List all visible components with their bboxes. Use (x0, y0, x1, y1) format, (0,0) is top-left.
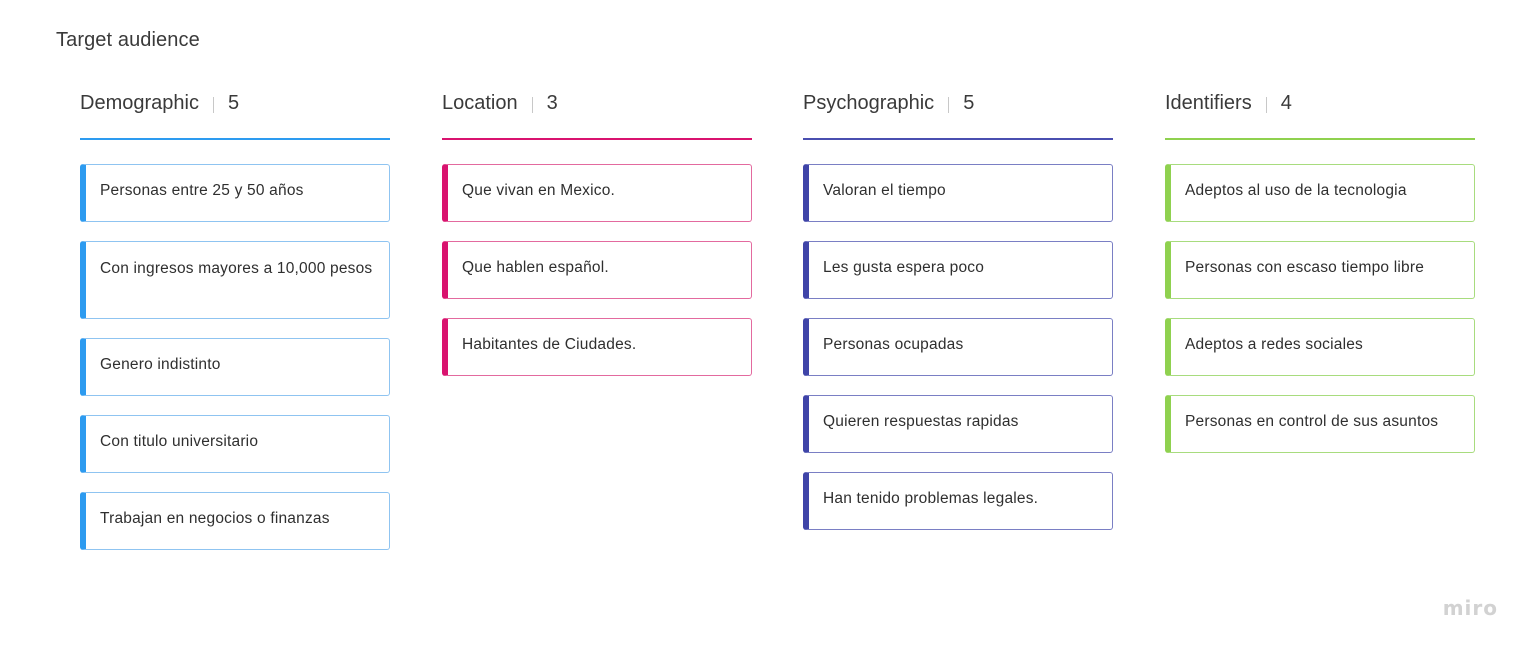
card-count: 5 (227, 92, 240, 114)
card-count: 4 (1280, 92, 1292, 114)
column-title: Psychographic (803, 92, 935, 114)
sticky-card[interactable]: Con titulo universitario (80, 415, 390, 473)
column-header[interactable]: Psychographic 5 (803, 90, 1113, 140)
card-text: Adeptos a redes sociales (1185, 336, 1363, 353)
card-count: 5 (963, 92, 975, 114)
header-divider (531, 97, 533, 113)
column-header[interactable]: Identifiers 4 (1165, 90, 1475, 140)
card-text: Han tenido problemas legales. (823, 490, 1039, 507)
sticky-card[interactable]: Personas ocupadas (803, 318, 1113, 376)
card-text: Genero indistinto (100, 356, 221, 373)
column-psychographic: Psychographic 5 Valoran el tiempo Les gu… (803, 90, 1113, 549)
header-divider (212, 97, 214, 113)
card-list: Valoran el tiempo Les gusta espera poco … (803, 164, 1113, 530)
card-text: Quieren respuestas rapidas (823, 413, 1019, 430)
sticky-card[interactable]: Valoran el tiempo (803, 164, 1113, 222)
card-count: 3 (546, 92, 558, 114)
card-text: Que hablen español. (462, 259, 609, 276)
column-demographic: Demographic 5 Personas entre 25 y 50 año… (80, 90, 390, 569)
sticky-card[interactable]: Que vivan en Mexico. (442, 164, 752, 222)
card-list: Que vivan en Mexico. Que hablen español.… (442, 164, 752, 376)
card-text: Con titulo universitario (100, 433, 259, 450)
card-text: Adeptos al uso de la tecnologia (1185, 182, 1407, 199)
column-title: Demographic (80, 92, 199, 114)
column-identifiers: Identifiers 4 Adeptos al uso de la tecno… (1165, 90, 1475, 472)
sticky-card[interactable]: Les gusta espera poco (803, 241, 1113, 299)
sticky-card[interactable]: Genero indistinto (80, 338, 390, 396)
header-divider (1265, 97, 1267, 113)
card-text: Trabajan en negocios o finanzas (100, 510, 330, 527)
column-title: Identifiers (1165, 92, 1252, 114)
card-text: Personas con escaso tiempo libre (1185, 259, 1425, 276)
board-title: Target audience (56, 29, 200, 51)
column-header[interactable]: Location 3 (442, 90, 752, 140)
card-text: Personas ocupadas (823, 336, 964, 353)
column-header[interactable]: Demographic 5 (80, 90, 390, 140)
sticky-card[interactable]: Trabajan en negocios o finanzas (80, 492, 390, 550)
sticky-card[interactable]: Han tenido problemas legales. (803, 472, 1113, 530)
sticky-card[interactable]: Habitantes de Ciudades. (442, 318, 752, 376)
header-divider (948, 97, 950, 113)
card-list: Personas entre 25 y 50 años Con ingresos… (80, 164, 390, 550)
card-text: Que vivan en Mexico. (462, 182, 616, 199)
sticky-card[interactable]: Adeptos a redes sociales (1165, 318, 1475, 376)
sticky-card[interactable]: Quieren respuestas rapidas (803, 395, 1113, 453)
card-list: Adeptos al uso de la tecnologia Personas… (1165, 164, 1475, 453)
card-text: Valoran el tiempo (823, 182, 946, 199)
sticky-card[interactable]: Personas entre 25 y 50 años (80, 164, 390, 222)
column-location: Location 3 Que vivan en Mexico. Que habl… (442, 90, 752, 395)
card-text: Con ingresos mayores a 10,000 pesos (100, 260, 373, 277)
sticky-card[interactable]: Que hablen español. (442, 241, 752, 299)
sticky-card[interactable]: Con ingresos mayores a 10,000 pesos (80, 241, 390, 319)
sticky-card[interactable]: Personas con escaso tiempo libre (1165, 241, 1475, 299)
card-text: Personas entre 25 y 50 años (100, 182, 304, 199)
sticky-card[interactable]: Personas en control de sus asuntos (1165, 395, 1475, 453)
card-text: Personas en control de sus asuntos (1185, 413, 1439, 430)
card-text: Les gusta espera poco (823, 259, 985, 276)
column-title: Location (442, 92, 518, 114)
card-text: Habitantes de Ciudades. (462, 336, 637, 353)
sticky-card[interactable]: Adeptos al uso de la tecnologia (1165, 164, 1475, 222)
miro-logo: miro (1442, 596, 1498, 620)
